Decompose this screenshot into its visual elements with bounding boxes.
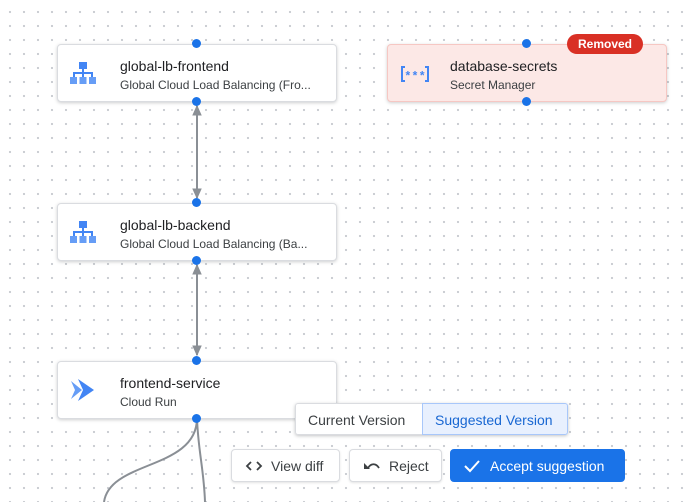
svg-text:***: *** [404, 70, 426, 84]
undo-icon [363, 457, 381, 475]
secret-manager-icon: *** [401, 66, 429, 84]
port-bottom[interactable] [192, 256, 201, 265]
reject-label: Reject [389, 457, 429, 474]
accept-suggestion-button[interactable]: Accept suggestion [450, 449, 625, 482]
port-bottom[interactable] [522, 97, 531, 106]
check-icon [463, 457, 481, 475]
port-top[interactable] [192, 356, 201, 365]
code-brackets-icon [245, 457, 263, 475]
edge-service-down-left [103, 417, 198, 502]
node-title: global-lb-backend [120, 217, 231, 233]
node-frontend-service[interactable]: frontend-service Cloud Run [57, 361, 337, 419]
node-global-lb-frontend[interactable]: global-lb-frontend Global Cloud Load Bal… [57, 44, 337, 102]
port-top[interactable] [192, 39, 201, 48]
reject-button[interactable]: Reject [349, 449, 442, 482]
node-title: frontend-service [120, 375, 221, 391]
node-title: global-lb-frontend [120, 58, 229, 74]
load-balancer-icon [70, 62, 96, 84]
node-subtitle: Global Cloud Load Balancing (Fro... [120, 78, 311, 92]
node-title: database-secrets [450, 58, 558, 74]
port-top[interactable] [192, 198, 201, 207]
node-subtitle: Cloud Run [120, 395, 177, 409]
version-toggle: Current Version Suggested Version [295, 403, 568, 435]
suggested-version-option[interactable]: Suggested Version [422, 403, 568, 435]
node-database-secrets[interactable]: *** database-secrets Secret Manager [387, 44, 667, 102]
accept-suggestion-label: Accept suggestion [490, 457, 605, 474]
port-top[interactable] [522, 39, 531, 48]
node-subtitle: Global Cloud Load Balancing (Ba... [120, 237, 308, 251]
view-diff-button[interactable]: View diff [231, 449, 340, 482]
load-balancer-icon [70, 221, 96, 243]
view-diff-label: View diff [271, 457, 324, 474]
removed-badge: Removed [567, 34, 643, 54]
current-version-option[interactable]: Current Version [295, 403, 422, 435]
port-bottom[interactable] [192, 414, 201, 423]
cloud-run-icon [71, 379, 94, 401]
port-bottom[interactable] [192, 97, 201, 106]
node-subtitle: Secret Manager [450, 78, 536, 92]
node-global-lb-backend[interactable]: global-lb-backend Global Cloud Load Bala… [57, 203, 337, 261]
edge-service-down [196, 417, 206, 502]
